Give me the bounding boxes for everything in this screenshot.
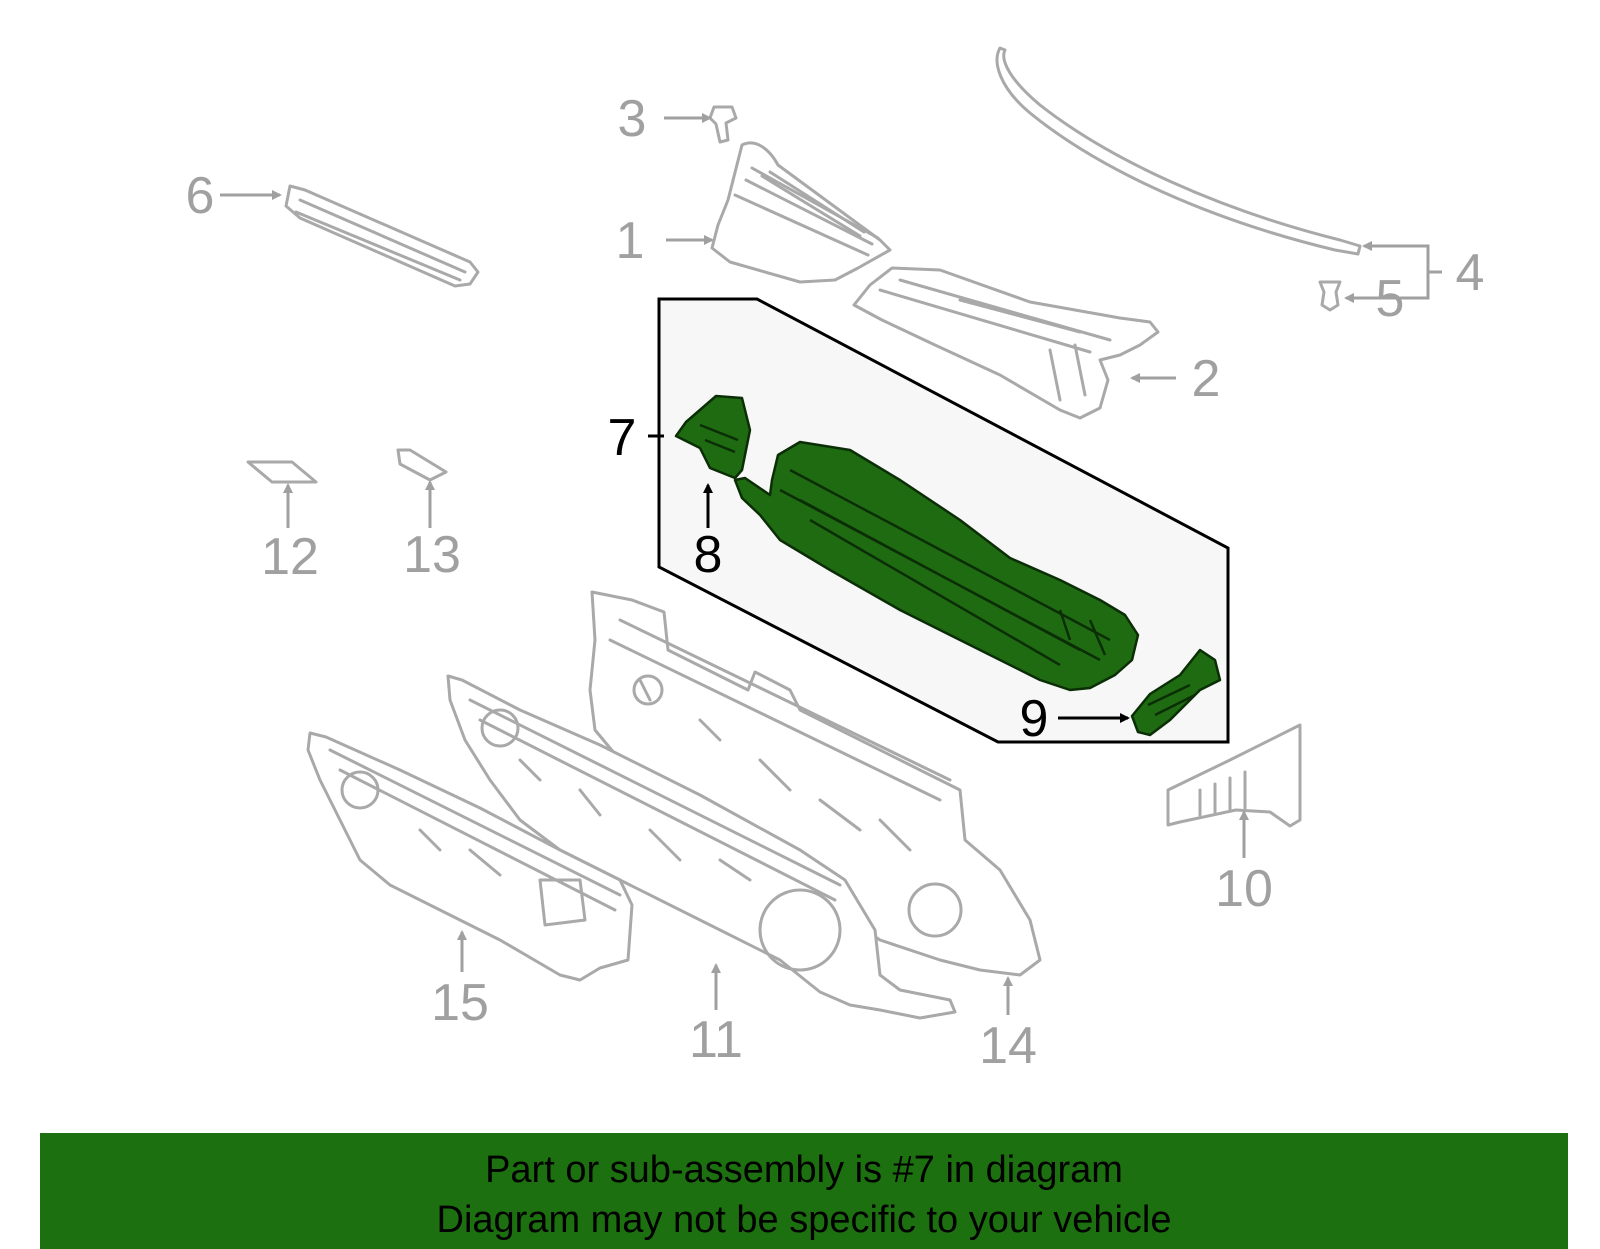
part-11-dash-panel xyxy=(446,674,957,1020)
info-banner: Part or sub-assembly is #7 in diagram Di… xyxy=(40,1133,1568,1249)
banner-line-disclaimer: Diagram may not be specific to your vehi… xyxy=(436,1199,1172,1241)
callout-13: 13 xyxy=(403,526,461,584)
callout-1: 1 xyxy=(616,212,645,270)
part-12-plate xyxy=(246,460,318,484)
callout-9: 9 xyxy=(1020,690,1049,748)
callout-8: 8 xyxy=(694,526,723,584)
callout-4: 4 xyxy=(1456,244,1485,302)
part-10-bracket xyxy=(1166,723,1302,828)
part-1-cowl-grille xyxy=(710,141,892,284)
part-7-cowl-panel-highlighted xyxy=(674,394,1222,737)
part-13-plate xyxy=(396,448,448,482)
callout-15: 15 xyxy=(431,974,489,1032)
callout-12: 12 xyxy=(261,528,319,586)
part-4-weatherstrip xyxy=(995,46,1362,256)
part-6-panel xyxy=(284,184,480,288)
part-15-dash-panel xyxy=(306,731,634,982)
callout-3: 3 xyxy=(618,90,647,148)
callout-5: 5 xyxy=(1376,270,1405,328)
part-2-cowl-grille xyxy=(852,266,1160,420)
banner-line-part-number: Part or sub-assembly is #7 in diagram xyxy=(485,1149,1123,1191)
callout-11: 11 xyxy=(689,1011,743,1069)
callout-6: 6 xyxy=(186,167,215,225)
callout-10: 10 xyxy=(1215,860,1273,918)
part-5-clip xyxy=(1318,280,1342,312)
callout-2: 2 xyxy=(1192,350,1221,408)
leader-lines xyxy=(220,113,1442,1015)
callout-14: 14 xyxy=(979,1017,1037,1075)
callout-7: 7 xyxy=(608,409,637,467)
callout-numbers: 1 2 3 4 5 6 7 8 9 10 11 12 13 14 15 xyxy=(186,90,1485,1075)
part-3-clip xyxy=(708,105,738,144)
